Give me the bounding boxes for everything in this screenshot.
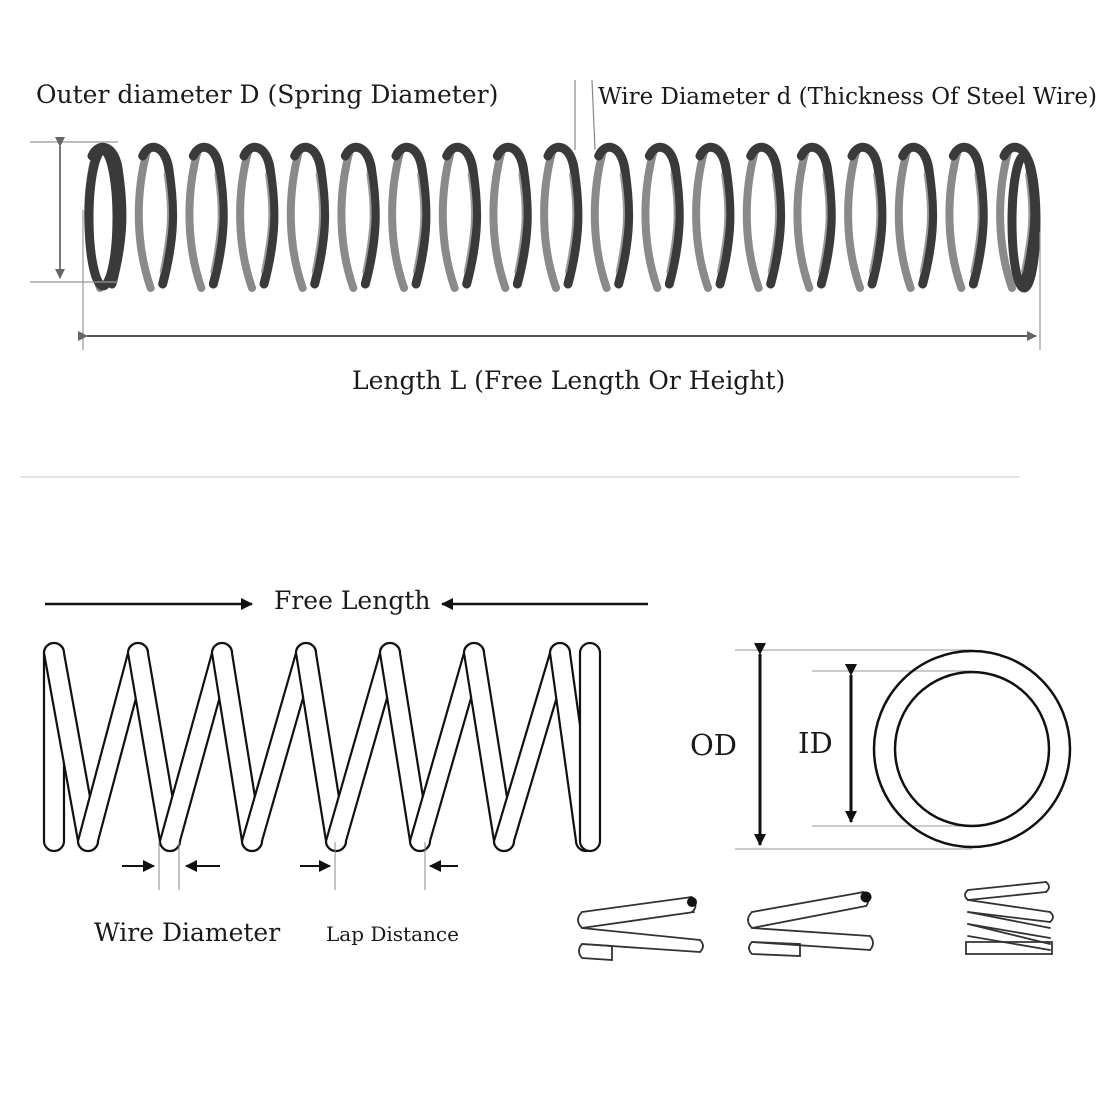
spring-coil [796, 142, 836, 289]
spring-coil [948, 142, 988, 289]
spring-coil-highlight [666, 173, 676, 273]
spring-coil-back [134, 148, 155, 292]
spring-coil [391, 142, 431, 289]
spring-coil-highlight [615, 173, 626, 273]
outer-diameter-dimension [30, 137, 118, 283]
spring-coil-highlight [869, 173, 879, 273]
lap-distance-label: Lap Distance [326, 922, 459, 946]
spring-coil [239, 142, 279, 289]
spring-coil-back [286, 148, 307, 292]
spring-coil-highlight [818, 173, 828, 273]
spring-coil-highlight [261, 173, 271, 273]
spring-coil [290, 142, 330, 289]
spring-coil-back [489, 148, 510, 292]
wire-diameter-top-label: Wire Diameter d (Thickness Of Steel Wire… [598, 84, 1098, 110]
spring-coil [898, 142, 938, 289]
spring-coil-highlight [210, 173, 220, 273]
spring-coil-highlight [413, 173, 423, 273]
spring-coils-front [84, 142, 1041, 293]
end-style-tight-coil [964, 881, 1054, 955]
spring-coil-highlight [565, 173, 575, 273]
outer-ring [872, 649, 1072, 849]
spring-coil [188, 142, 228, 289]
end-style-open-ground [577, 896, 704, 961]
spring-coils-back [84, 148, 1016, 292]
spring-coil-back [590, 148, 611, 292]
spring-coil-highlight [463, 173, 474, 273]
length-dimension [78, 210, 1041, 350]
steel-spring-photo [84, 142, 1041, 293]
spring-coil-highlight [362, 173, 372, 273]
spring-coil-back [540, 148, 560, 292]
spring-coil-highlight [159, 173, 170, 273]
spring-coil [695, 142, 735, 289]
spring-coil [594, 142, 634, 289]
outer-diameter-label: Outer diameter D (Spring Diameter) [36, 80, 499, 109]
lap-distance-marker [300, 842, 458, 890]
spring-coil-highlight [514, 173, 524, 273]
spring-end-coil-right [1007, 151, 1041, 293]
od-id-ring-diagram [735, 643, 1072, 850]
spring-coil [492, 142, 532, 289]
spring-coil [746, 142, 786, 289]
spring-coil-highlight [970, 173, 980, 273]
wire-diameter-label: Wire Diameter [94, 918, 281, 947]
spring-coil-back [692, 148, 712, 292]
spring-coil-highlight [767, 173, 778, 273]
id-label: ID [798, 726, 833, 760]
spring-coil-back [742, 148, 763, 292]
spring-coil-back [996, 148, 1016, 292]
wire-diameter-leader [574, 79, 596, 151]
spring-coil-back [894, 148, 915, 292]
spring-coil [340, 142, 380, 289]
spring-coil-back [438, 148, 459, 292]
od-label: OD [690, 728, 738, 762]
spring-coil-back [236, 148, 256, 292]
spring-coil-back [793, 148, 814, 292]
spring-coil-back [185, 148, 206, 292]
spring-coil-back [945, 148, 966, 292]
spring-coil [138, 142, 178, 289]
spring-wire-segment [578, 641, 602, 853]
spring-coil-highlight [919, 173, 930, 273]
end-style-closed-ground [747, 891, 874, 957]
free-length-label: Free Length [274, 586, 431, 615]
spring-coil-back [844, 148, 864, 292]
spring-coil-highlight [717, 173, 727, 273]
wire-diameter-marker [122, 842, 220, 890]
length-label: Length L (Free Length Or Height) [352, 366, 786, 395]
spring-coil-back [641, 148, 662, 292]
spring-end-coil-left [84, 145, 122, 291]
spring-coil-highlight [311, 173, 322, 273]
spring-coil-highlight [1021, 173, 1031, 273]
spring-coil [442, 142, 482, 289]
spring-line-drawing [42, 641, 602, 853]
inner-ring [893, 670, 1051, 828]
spring-coil-back [388, 148, 408, 292]
spring-coil [644, 142, 684, 289]
spring-coil [543, 142, 583, 289]
spring-coil [847, 142, 887, 289]
spring-coil-back [337, 148, 358, 292]
